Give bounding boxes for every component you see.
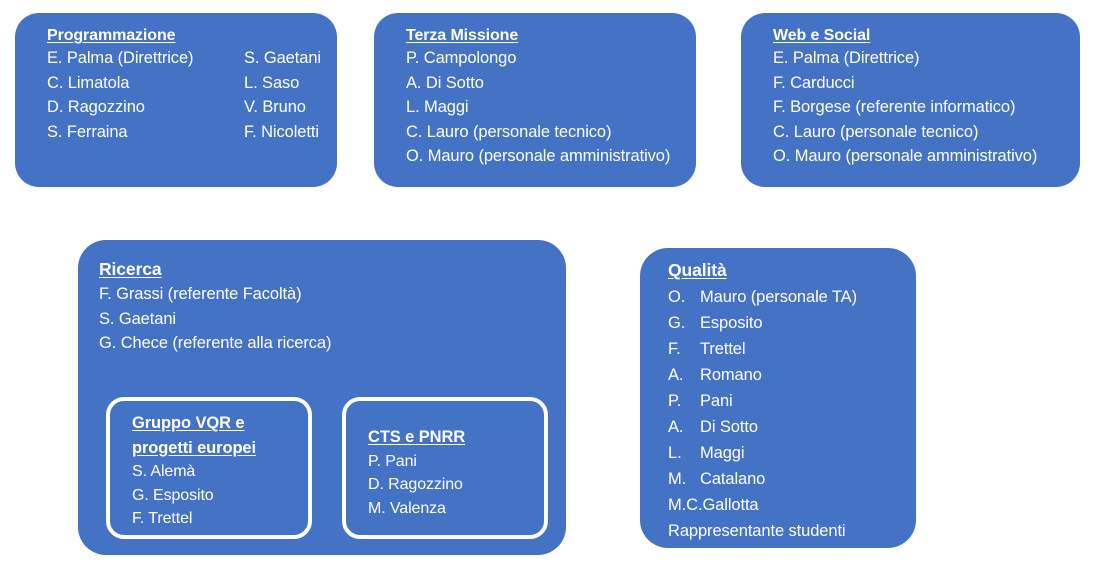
card-web-e-social[interactable]: Web e Social E. Palma (Direttrice) F. Ca…	[741, 13, 1080, 187]
list-item: O. Mauro (personale amministrativo)	[406, 147, 671, 166]
card-ricerca-members: F. Grassi (referente Facoltà) S. Gaetani…	[99, 282, 331, 356]
list-item-initial: A.	[668, 417, 684, 436]
card-gruppo-vqr-title-line1: Gruppo VQR e	[132, 414, 245, 432]
card-ricerca[interactable]: Ricerca F. Grassi (referente Facoltà) S.…	[78, 240, 566, 555]
card-qualita[interactable]: Qualità O. Mauro (personale TA) G. Esposito…	[640, 248, 916, 548]
card-ricerca-body: Ricerca F. Grassi (referente Facoltà) S.…	[99, 257, 331, 356]
card-cts-pnrr[interactable]: CTS e PNRR P. Pani D. Ragozzino M. Valen…	[342, 397, 548, 539]
list-item: P. Campolongo	[406, 49, 517, 67]
list-item-initial: O.	[668, 287, 686, 306]
card-qualita-body: Qualità O. Mauro (personale TA) G. Esposito…	[668, 258, 857, 544]
card-gruppo-vqr-progetti-europei[interactable]: Gruppo VQR e progetti europei S. Alemà G…	[106, 397, 312, 539]
list-item: S. Ferraina	[47, 122, 128, 141]
list-item-name: Pani	[700, 391, 733, 410]
card-programmazione[interactable]: Programmazione E. Palma (Direttrice) S. …	[15, 13, 337, 187]
list-item-initial: A.	[668, 365, 684, 384]
list-item-name: Catalano	[700, 469, 766, 488]
list-item: Rappresentante studenti	[668, 518, 857, 544]
list-item: D. Ragozzino	[47, 98, 145, 117]
card-terza-missione-members: P. Campolongo A. Di Sotto L. Maggi C. La…	[406, 46, 670, 169]
list-item-name: Trettel	[700, 339, 746, 358]
list-item-name: Romano	[700, 365, 762, 384]
card-web-e-social-title: Web e Social	[773, 27, 871, 44]
list-item: F. Carducci	[773, 73, 855, 92]
list-item: O. Mauro (personale amministrativo)	[773, 147, 1038, 166]
list-item: M.C.Gallotta	[668, 492, 857, 518]
list-item: F. Trettel	[132, 510, 193, 527]
list-item: L. Maggi	[668, 440, 857, 466]
list-item-initial: P.	[668, 391, 682, 410]
list-item: S. Alemà	[132, 463, 196, 480]
card-web-e-social-members: E. Palma (Direttrice) F. Carducci F. Bor…	[773, 46, 1037, 169]
list-item: C. Lauro (personale tecnico)	[406, 122, 612, 141]
list-item: L. Maggi	[406, 98, 469, 117]
list-item: F. Nicoletti	[244, 122, 319, 141]
card-programmazione-title: Programmazione	[47, 27, 176, 44]
list-item: C. Limatola	[47, 73, 130, 92]
list-item-name: Mauro (personale TA)	[700, 287, 857, 306]
list-item: E. Palma (Direttrice)	[47, 49, 194, 67]
list-item: S. Gaetani	[244, 49, 321, 67]
card-terza-missione-body: Terza Missione P. Campolongo A. Di Sotto…	[406, 27, 670, 169]
card-gruppo-vqr-body: Gruppo VQR e progetti europei S. Alemà G…	[132, 411, 256, 531]
list-item-initial: M.C.	[668, 495, 703, 514]
list-item: M. Valenza	[368, 499, 446, 517]
list-item: F. Grassi (referente Facoltà)	[99, 285, 302, 303]
list-item: P. Pani	[668, 388, 857, 414]
list-item: C. Lauro (personale tecnico)	[773, 122, 979, 141]
list-item: G. Chece (referente alla ricerca)	[99, 334, 332, 353]
card-web-e-social-body: Web e Social E. Palma (Direttrice) F. Ca…	[773, 27, 1037, 169]
card-gruppo-vqr-members: S. Alemà G. Esposito F. Trettel	[132, 460, 256, 531]
list-item: L. Saso	[244, 73, 300, 92]
card-terza-missione-title: Terza Missione	[406, 27, 519, 44]
list-item-initial: L.	[668, 443, 682, 462]
list-item: D. Ragozzino	[368, 476, 463, 493]
card-programmazione-body: Programmazione E. Palma (Direttrice) S. …	[47, 27, 321, 144]
list-item-initial: F.	[668, 339, 681, 358]
list-item: G. Esposito	[668, 310, 857, 336]
list-item-initial: M.	[668, 469, 687, 488]
list-item: M. Catalano	[668, 466, 857, 492]
list-item-initial: G.	[668, 313, 686, 332]
card-cts-pnrr-title: CTS e PNRR	[368, 428, 466, 446]
list-item: S. Gaetani	[99, 309, 176, 328]
list-item: G. Esposito	[132, 486, 214, 504]
card-programmazione-members: E. Palma (Direttrice) S. Gaetani C. Lima…	[47, 46, 321, 144]
list-item: A. Di Sotto	[668, 414, 857, 440]
list-item-name: Esposito	[700, 313, 763, 332]
card-ricerca-title: Ricerca	[99, 259, 162, 279]
list-item-name: Di Sotto	[700, 417, 758, 436]
card-gruppo-vqr-title-line2: progetti europei	[132, 438, 256, 457]
list-item: A. Di Sotto	[406, 73, 484, 92]
card-qualita-title: Qualità	[668, 260, 727, 280]
list-item: O. Mauro (personale TA)	[668, 284, 857, 310]
card-terza-missione[interactable]: Terza Missione P. Campolongo A. Di Sotto…	[374, 13, 696, 187]
list-item-name: Maggi	[700, 443, 745, 462]
card-cts-pnrr-body: CTS e PNRR P. Pani D. Ragozzino M. Valen…	[368, 425, 465, 520]
list-item: E. Palma (Direttrice)	[773, 49, 920, 67]
list-item: F. Trettel	[668, 336, 857, 362]
card-cts-pnrr-members: P. Pani D. Ragozzino M. Valenza	[368, 450, 465, 521]
list-item-name: Gallotta	[702, 495, 759, 514]
list-item: A. Romano	[668, 362, 857, 388]
list-item: F. Borgese (referente informatico)	[773, 98, 1016, 117]
list-item-name: Rappresentante studenti	[668, 521, 846, 540]
list-item: V. Bruno	[244, 98, 306, 117]
list-item: P. Pani	[368, 452, 417, 470]
